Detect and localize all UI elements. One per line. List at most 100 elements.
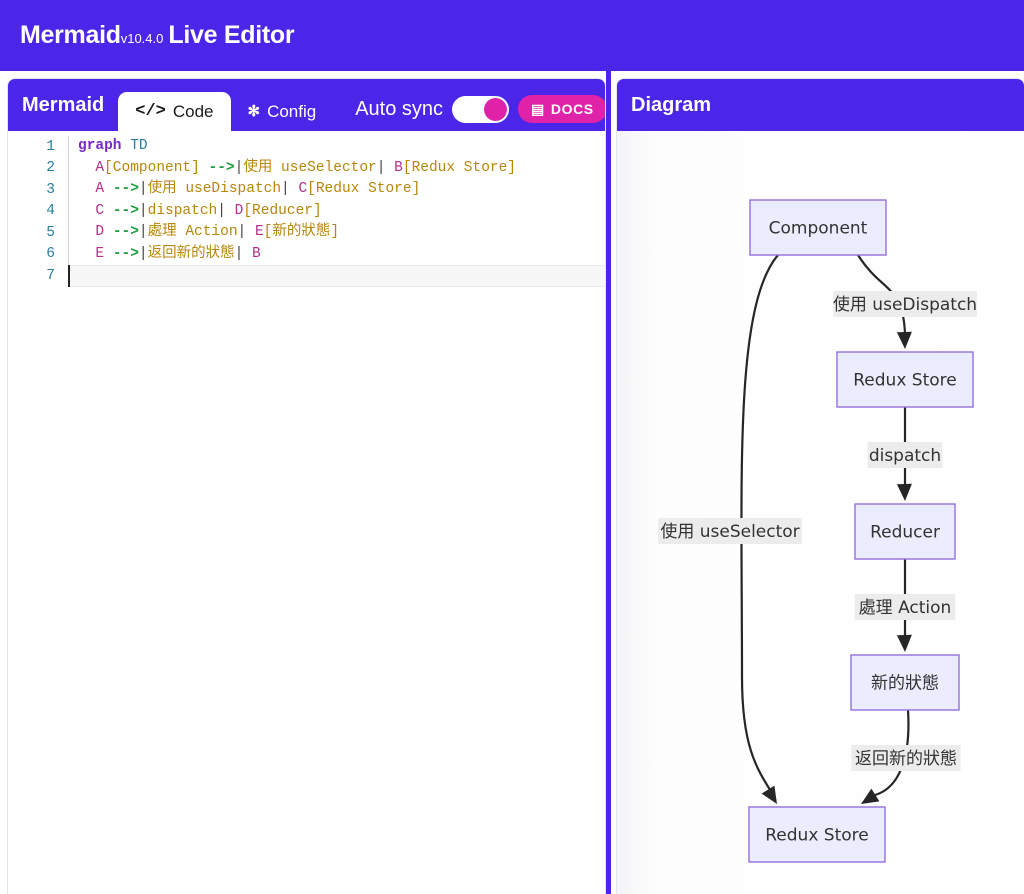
code-line[interactable]: 6 E -->|返回新的狀態| B: [8, 243, 605, 265]
edge-label: 返回新的狀態: [851, 745, 961, 771]
code-token: [226, 203, 235, 219]
code-token: [78, 203, 95, 219]
node-label: 新的狀態: [871, 674, 939, 694]
docs-button-label: DOCS: [550, 101, 594, 117]
edge-label-bg: [867, 442, 943, 468]
code-token: -->: [208, 159, 235, 176]
arrow-head: [861, 788, 880, 804]
edge-label-text: 處理 Action: [859, 598, 952, 618]
edge-label-text: 使用 useDispatch: [833, 294, 977, 315]
code-token: [104, 224, 113, 240]
node-box: [749, 199, 887, 256]
code-token: [122, 138, 131, 154]
line-number: 4: [46, 203, 55, 220]
code-token: [78, 181, 95, 197]
node-box: [836, 351, 974, 408]
code-token: graph: [78, 138, 122, 154]
code-token: |: [281, 181, 290, 197]
code-line[interactable]: 3 A -->|使用 useDispatch| C[Redux Store]: [8, 179, 605, 201]
code-token: E: [95, 245, 105, 262]
code-token: |: [234, 245, 244, 262]
tab-code-label: Code: [172, 101, 214, 121]
code-token: 使用 useSelector: [243, 159, 377, 176]
edge-A-C: [857, 254, 907, 335]
code-line-text[interactable]: A[Component] -->|使用 useSelector| B[Redux…: [68, 157, 605, 179]
line-number: 5: [46, 224, 55, 241]
diagram-node[interactable]: 新的狀態: [850, 654, 960, 711]
diagram-node[interactable]: Reducer: [854, 503, 956, 560]
code-token: [Component]: [104, 159, 200, 176]
node-label: Component: [769, 219, 868, 239]
code-line[interactable]: 2 A[Component] -->|使用 useSelector| B[Red…: [8, 157, 605, 179]
tab-config[interactable]: ✻ Config: [231, 92, 334, 131]
app-brand: Mermaid: [20, 21, 121, 49]
diagram-panel-title: Diagram: [631, 93, 712, 116]
code-token: E: [254, 224, 264, 240]
edge-label-text: dispatch: [869, 446, 941, 466]
code-token: |: [234, 159, 244, 176]
editor-tab-bar: Mermaid </> Code ✻ Config Auto sync ▤ DO…: [8, 79, 605, 131]
tab-code[interactable]: </> Code: [118, 92, 231, 131]
edge-label-bg: [833, 291, 977, 317]
code-line-text[interactable]: [68, 265, 605, 287]
code-token: dispatch: [147, 202, 218, 219]
code-line[interactable]: 1 graph TD: [8, 136, 605, 158]
diagram-node[interactable]: Component: [749, 199, 887, 256]
auto-sync-group: Auto sync: [355, 96, 510, 123]
code-token: C: [298, 181, 308, 197]
code-token: A: [95, 159, 105, 176]
code-token: [新的狀態]: [263, 224, 340, 240]
node-box: [850, 654, 960, 711]
line-number: 6: [46, 246, 55, 263]
node-label: Redux Store: [853, 371, 956, 391]
edge-label-bg: [851, 745, 961, 771]
code-token: |: [138, 224, 148, 240]
code-line[interactable]: 7: [8, 265, 605, 287]
arrow-head: [896, 483, 912, 501]
code-token: [246, 224, 255, 240]
code-token: -->: [112, 202, 139, 219]
code-token: [104, 246, 113, 262]
code-token: -->: [112, 181, 139, 197]
app-version: v10.4.0: [120, 31, 164, 46]
code-line-text[interactable]: E -->|返回新的狀態| B: [68, 243, 605, 265]
auto-sync-knob: [484, 98, 508, 121]
line-number: 1: [46, 138, 55, 155]
code-line[interactable]: 5 D -->|處理 Action| E[新的狀態]: [8, 222, 605, 244]
diagram-node[interactable]: Redux Store: [748, 806, 886, 863]
auto-sync-toggle[interactable]: [452, 96, 510, 123]
node-label: Reducer: [870, 523, 940, 543]
edge-label: 使用 useSelector: [658, 518, 802, 544]
code-token: [Redux Store]: [402, 159, 516, 176]
code-token: [Redux Store]: [307, 181, 421, 197]
code-line[interactable]: 4 C -->|dispatch| D[Reducer]: [8, 200, 605, 222]
code-token: [243, 246, 252, 262]
code-line-text[interactable]: graph TD: [68, 136, 605, 158]
panel-divider[interactable]: [606, 63, 611, 894]
code-token: 使用 useDispatch: [147, 181, 282, 197]
arrow-head: [896, 634, 912, 652]
code-token: [104, 181, 113, 197]
code-token: B: [394, 159, 403, 176]
code-icon: </>: [135, 102, 166, 121]
node-box: [854, 503, 956, 560]
editor-brand-label: Mermaid: [22, 94, 105, 116]
edge-label-text: 使用 useSelector: [660, 521, 799, 542]
docs-button[interactable]: ▤ DOCS: [518, 95, 605, 123]
code-line-text[interactable]: C -->|dispatch| D[Reducer]: [68, 200, 605, 222]
diagram-node[interactable]: Redux Store: [836, 351, 974, 408]
code-token: C: [95, 202, 105, 219]
diagram-header: Diagram: [617, 79, 1024, 131]
node-box: [748, 806, 886, 863]
code-line-text[interactable]: D -->|處理 Action| E[新的狀態]: [68, 222, 605, 244]
code-token: [78, 224, 95, 240]
code-token: [Reducer]: [243, 202, 322, 219]
code-line-text[interactable]: A -->|使用 useDispatch| C[Redux Store]: [68, 179, 605, 201]
line-number: 3: [46, 181, 55, 198]
code-token: |: [138, 202, 148, 219]
